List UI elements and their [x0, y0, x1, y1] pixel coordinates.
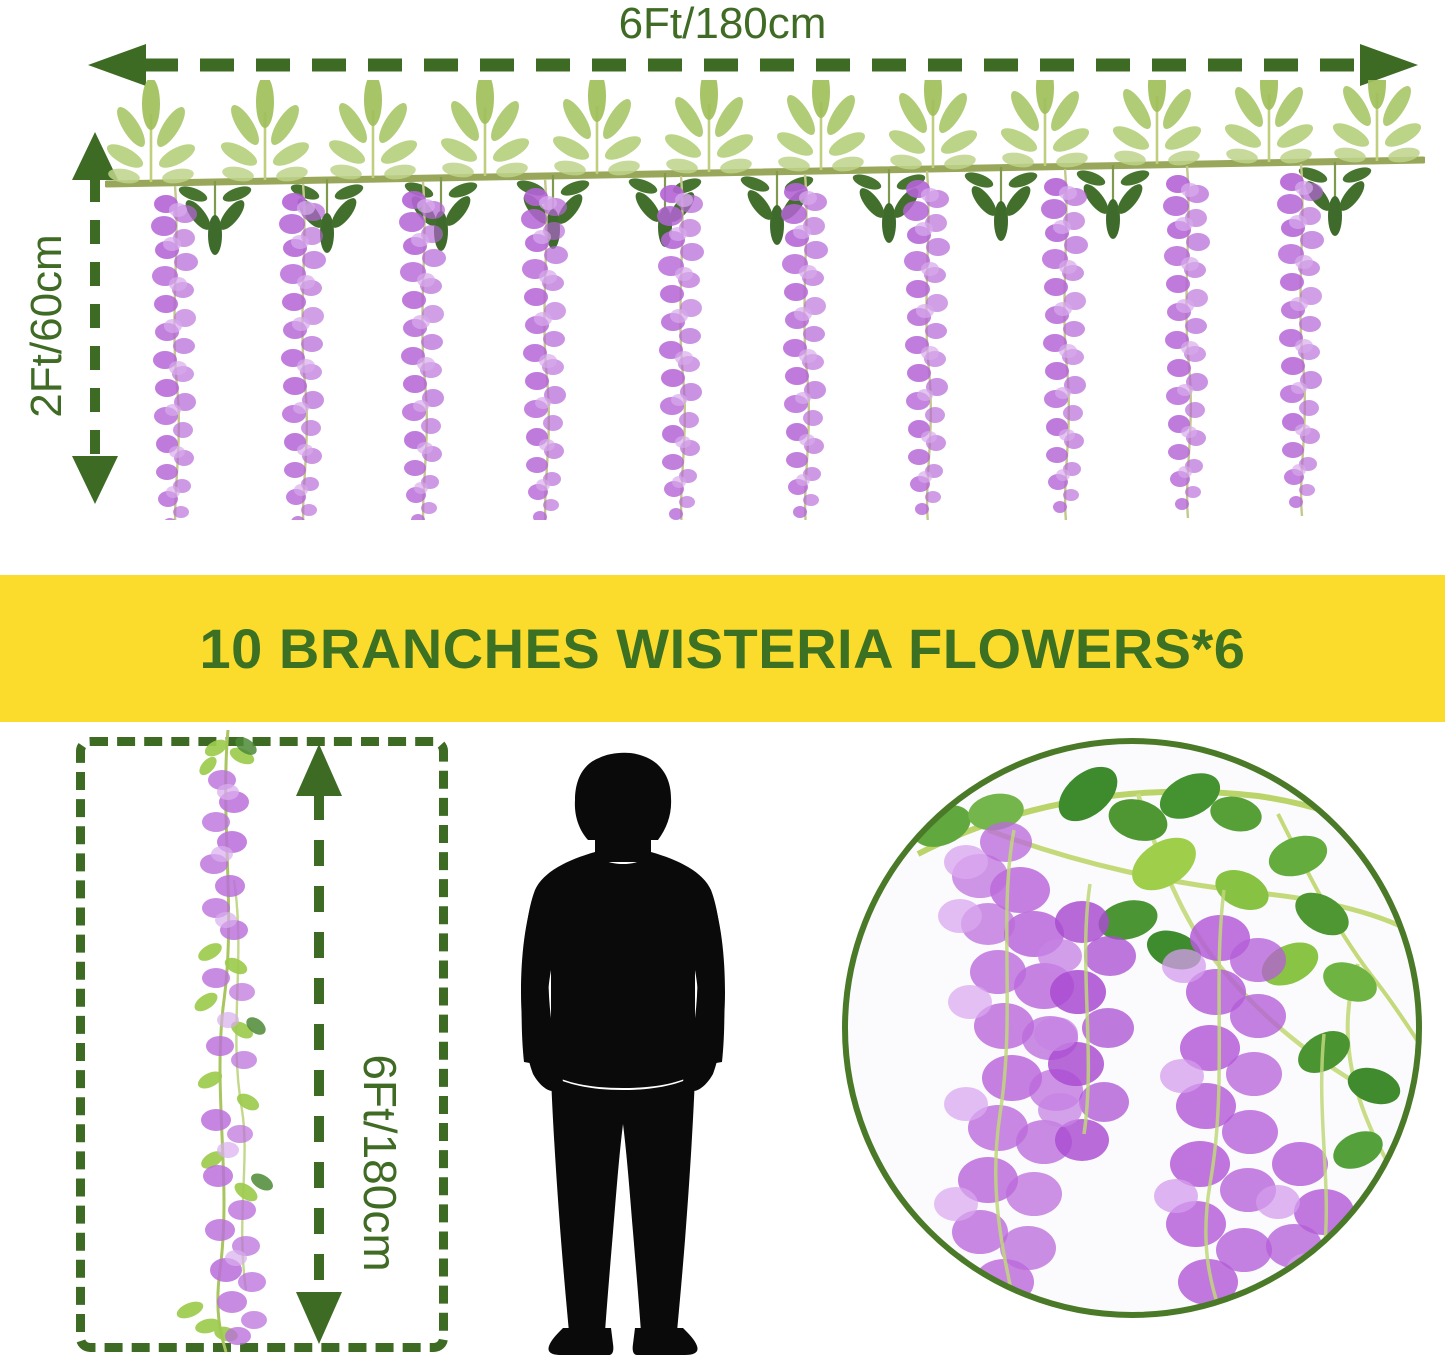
height-dimension-arrow-icon: [72, 132, 118, 504]
product-headline-banner: 10 BRANCHES WISTERIA FLOWERS*6: [0, 575, 1445, 722]
scale-comparison-bottom: 6Ft/180cm: [0, 722, 1445, 1360]
wisteria-closeup-photo: [842, 738, 1422, 1318]
dimension-diagram-top: 6Ft/180cm 2Ft/60cm: [0, 0, 1445, 575]
single-vine-strand-icon: [176, 730, 273, 1353]
dashed-frame: [76, 737, 448, 1352]
horizontal-dimension-arrow-icon: [88, 44, 1418, 86]
height-dimension-label: 2Ft/60cm: [22, 234, 71, 418]
man-silhouette-icon: [521, 752, 725, 1355]
width-dimension-label: 6Ft/180cm: [618, 0, 827, 48]
banner-headline-text: 10 BRANCHES WISTERIA FLOWERS*6: [199, 617, 1246, 680]
vine-length-label: 6Ft/180cm: [354, 1054, 406, 1272]
wisteria-garland-illustration-icon: [105, 80, 1425, 520]
vine-length-arrow-icon: [296, 744, 342, 1344]
